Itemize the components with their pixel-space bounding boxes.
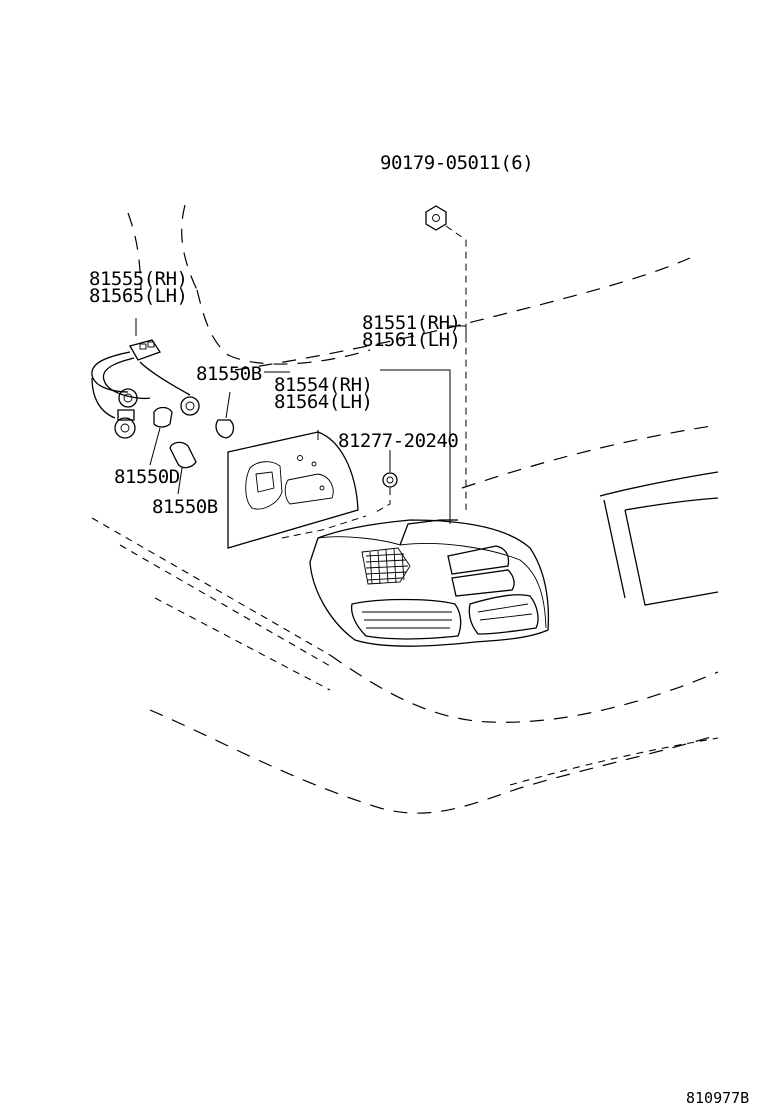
reflector-grid — [361, 547, 411, 585]
grommet-label: 81277-20240 — [338, 430, 459, 452]
gasket-rh-label: 81554(RH) — [274, 374, 373, 396]
socket-rh-label: 81555(RH) — [89, 268, 188, 290]
lens-assembly-part — [309, 325, 550, 647]
gasket-part — [227, 430, 367, 549]
bulb-bottom-label: 81550B — [152, 496, 218, 518]
gasket-lh-label: 81564(LH) — [274, 391, 373, 413]
grommet-part — [375, 450, 398, 513]
socket-lh-label: 81565(LH) — [89, 285, 188, 307]
nut-part — [425, 205, 467, 510]
bulb-top-label: 81550B — [196, 363, 262, 385]
lens-rh-label: 81551(RH) — [362, 312, 461, 334]
nut-label: 90179-05011(6) — [380, 152, 534, 174]
vehicle-body-outline — [91, 204, 719, 814]
bulb-d-label: 81550D — [114, 466, 180, 488]
figure-id: 810977B — [686, 1089, 750, 1107]
bulbs-part — [149, 391, 235, 495]
socket-harness-part — [91, 318, 200, 439]
lens-lh-label: 81561(LH) — [362, 329, 461, 351]
